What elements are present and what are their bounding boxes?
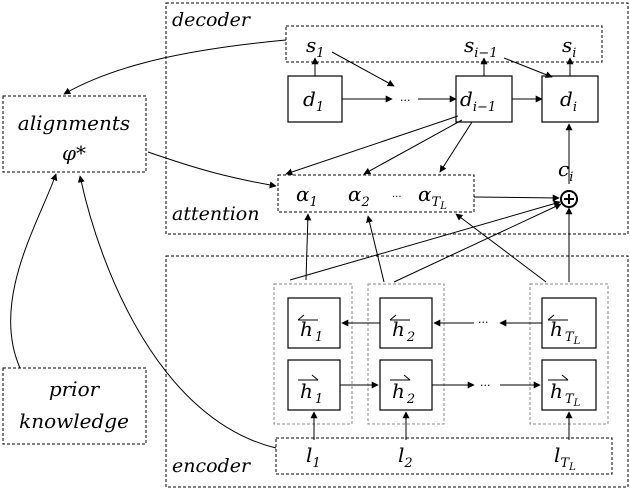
h-forward-1-box (287, 359, 341, 411)
decoder-state-row (285, 25, 603, 63)
h-backward-T-box (541, 297, 597, 349)
s-i-label: si (562, 33, 576, 61)
l2-label: l2 (398, 443, 413, 471)
edge-prior-alignments (10, 173, 58, 369)
d-i-label: di (560, 87, 577, 115)
encoder-input-row (275, 437, 613, 475)
backward-ellipsis: ··· (478, 316, 489, 329)
edge-col2-alpha2 (366, 215, 385, 283)
h-backward-T-arrow-icon (547, 314, 568, 321)
alpha2-label: α2 (348, 182, 370, 210)
edge-dim1-alpha1 (285, 115, 459, 176)
edge-dim1-alpha2 (363, 119, 463, 175)
attention-weights-row (277, 174, 475, 213)
d-i-minus-1-box (455, 75, 513, 123)
decoder-ellipsis: ··· (400, 94, 411, 107)
edge-alpha-sum (473, 194, 560, 202)
edge-alignments-attention (147, 151, 277, 189)
alignments-text: alignments (18, 111, 130, 135)
h-forward-1-arrow-icon (298, 374, 319, 381)
alpha1-label: α1 (296, 182, 318, 210)
encoder-column-1 (273, 283, 353, 425)
decoder-region (165, 2, 629, 235)
edge-s1-dots (331, 51, 395, 87)
forward-ellipsis: ··· (480, 379, 491, 392)
s1-label: s1 (306, 33, 325, 61)
edge-sim1-di (503, 57, 553, 78)
decoder-label: decoder (172, 9, 252, 31)
d1-label: d1 (303, 87, 324, 115)
edge-encoder-alignments (77, 175, 277, 449)
c-i-label: ci (558, 157, 573, 185)
h-backward-2-box (379, 297, 433, 349)
h-forward-T-arrow-icon (548, 374, 569, 381)
attention-ellipsis: ··· (392, 192, 402, 203)
s-i-minus-1-label: si−1 (464, 33, 498, 61)
encoder-column-2 (367, 283, 445, 425)
d-i-minus-1-label: di−1 (460, 87, 496, 115)
h-forward-2-arrow-icon (390, 374, 411, 381)
edge-colT-alphaT (455, 213, 547, 283)
d1-box (287, 75, 343, 123)
h-backward-2-arrow-icon (389, 314, 410, 321)
alignments-box (2, 95, 147, 173)
alignments-phi: φ* (62, 141, 86, 165)
knowledge-text: knowledge (19, 409, 129, 433)
attention-label: attention (172, 203, 259, 225)
alphaT-label: αTL (418, 182, 447, 212)
edge-dim1-alphaT (439, 121, 473, 173)
edge-col2-sum (393, 203, 562, 283)
l1-label: l1 (306, 443, 321, 471)
edge-decoder-alignments (63, 39, 287, 95)
edge-col1-sum (289, 200, 561, 281)
prior-text: prior (49, 377, 101, 401)
h-backward-1-box (287, 297, 341, 349)
h-forward-T-box (541, 359, 597, 411)
encoder-label: encoder (172, 455, 252, 477)
h-forward-2-box (379, 359, 433, 411)
prior-knowledge-box (2, 367, 147, 445)
edge-col1-alpha1 (304, 213, 312, 281)
h-backward-1-arrow-icon (297, 314, 318, 321)
lT-label: lTL (554, 443, 576, 473)
